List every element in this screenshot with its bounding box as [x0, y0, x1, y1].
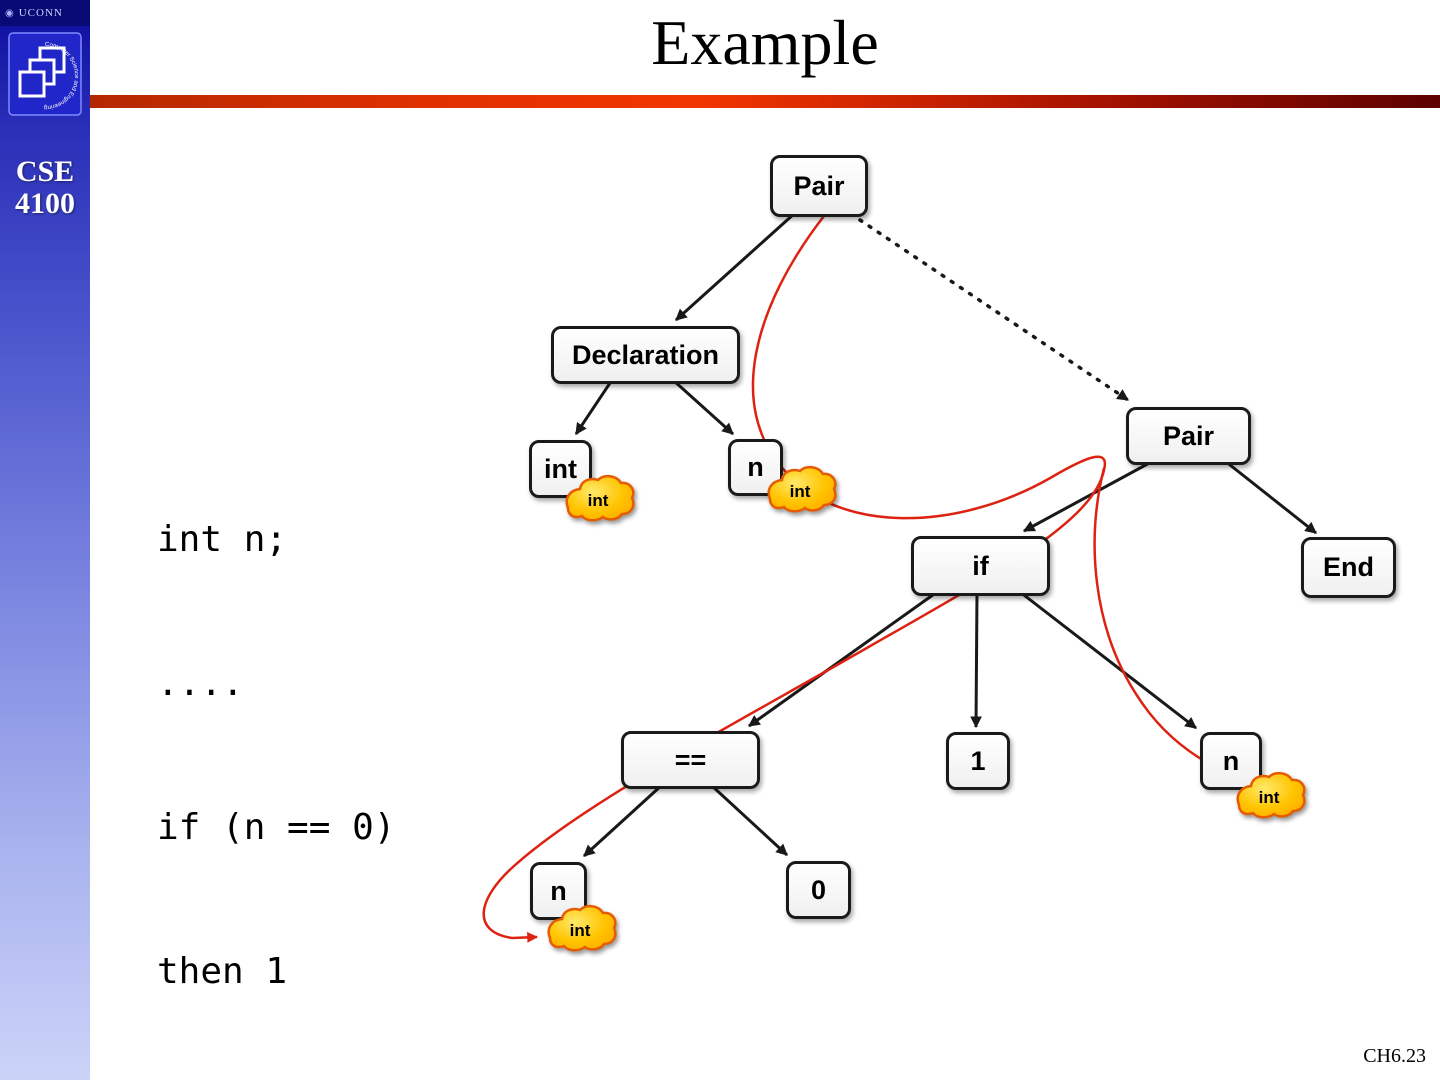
title-rule: [90, 95, 1440, 108]
edge-declaration-n: [671, 378, 735, 436]
uconn-wordmark: ◉ UCONN: [0, 0, 90, 26]
code-line: then 1: [157, 951, 288, 992]
node-int: int: [529, 440, 592, 498]
edge-if-n: [1019, 590, 1197, 730]
uconn-seal-icon: ◉: [5, 7, 15, 19]
edge-eq-n: [582, 783, 664, 858]
sidebar: ◉ UCONN Computer Science and Engineering…: [0, 0, 90, 1080]
edge-if-one: [970, 591, 982, 729]
code-line: ....: [157, 663, 244, 704]
node-n-bottom: n: [530, 862, 587, 920]
node-pair-right: Pair: [1126, 407, 1251, 465]
edge-declaration-int: [574, 379, 614, 435]
slide-number: CH6.23: [1363, 1045, 1426, 1067]
page-title: Example: [651, 7, 879, 78]
type-flow-arrows: [482, 215, 1244, 943]
type-cloud-label: int: [570, 921, 591, 940]
uconn-wordmark-text: UCONN: [18, 7, 63, 19]
node-end: End: [1301, 537, 1396, 598]
code-line: int n;: [157, 519, 288, 560]
code-sample: int n; .... if (n == 0) then 1 else n: [157, 420, 395, 1080]
type-cloud-label: int: [1259, 788, 1280, 807]
course-line1: CSE: [15, 155, 75, 188]
edge-pair2-end: [1224, 459, 1317, 535]
node-n-right: n: [1200, 732, 1262, 790]
node-zero: 0: [786, 861, 851, 919]
node-if: if: [911, 536, 1050, 596]
course-line2: 4100: [15, 187, 75, 221]
edge-pair-declaration: [674, 211, 797, 322]
type-cloud-label: int: [790, 482, 811, 501]
edge-if-eq: [748, 590, 938, 728]
type-cloud-label: int: [588, 491, 609, 510]
node-equals: ==: [621, 731, 760, 789]
node-n-declaration: n: [728, 439, 783, 496]
edge-pair2-if: [1022, 459, 1154, 533]
node-one: 1: [946, 732, 1010, 790]
node-declaration: Declaration: [551, 326, 740, 384]
course-label: CSE 4100: [0, 155, 90, 221]
code-line: if (n == 0): [157, 807, 396, 848]
cse-dept-logo-icon: Computer Science and Engineering: [8, 32, 82, 116]
edge-eq-zero: [709, 783, 789, 857]
node-pair-root: Pair: [770, 155, 868, 217]
edge-pair-pair-dotted: [858, 218, 1130, 402]
